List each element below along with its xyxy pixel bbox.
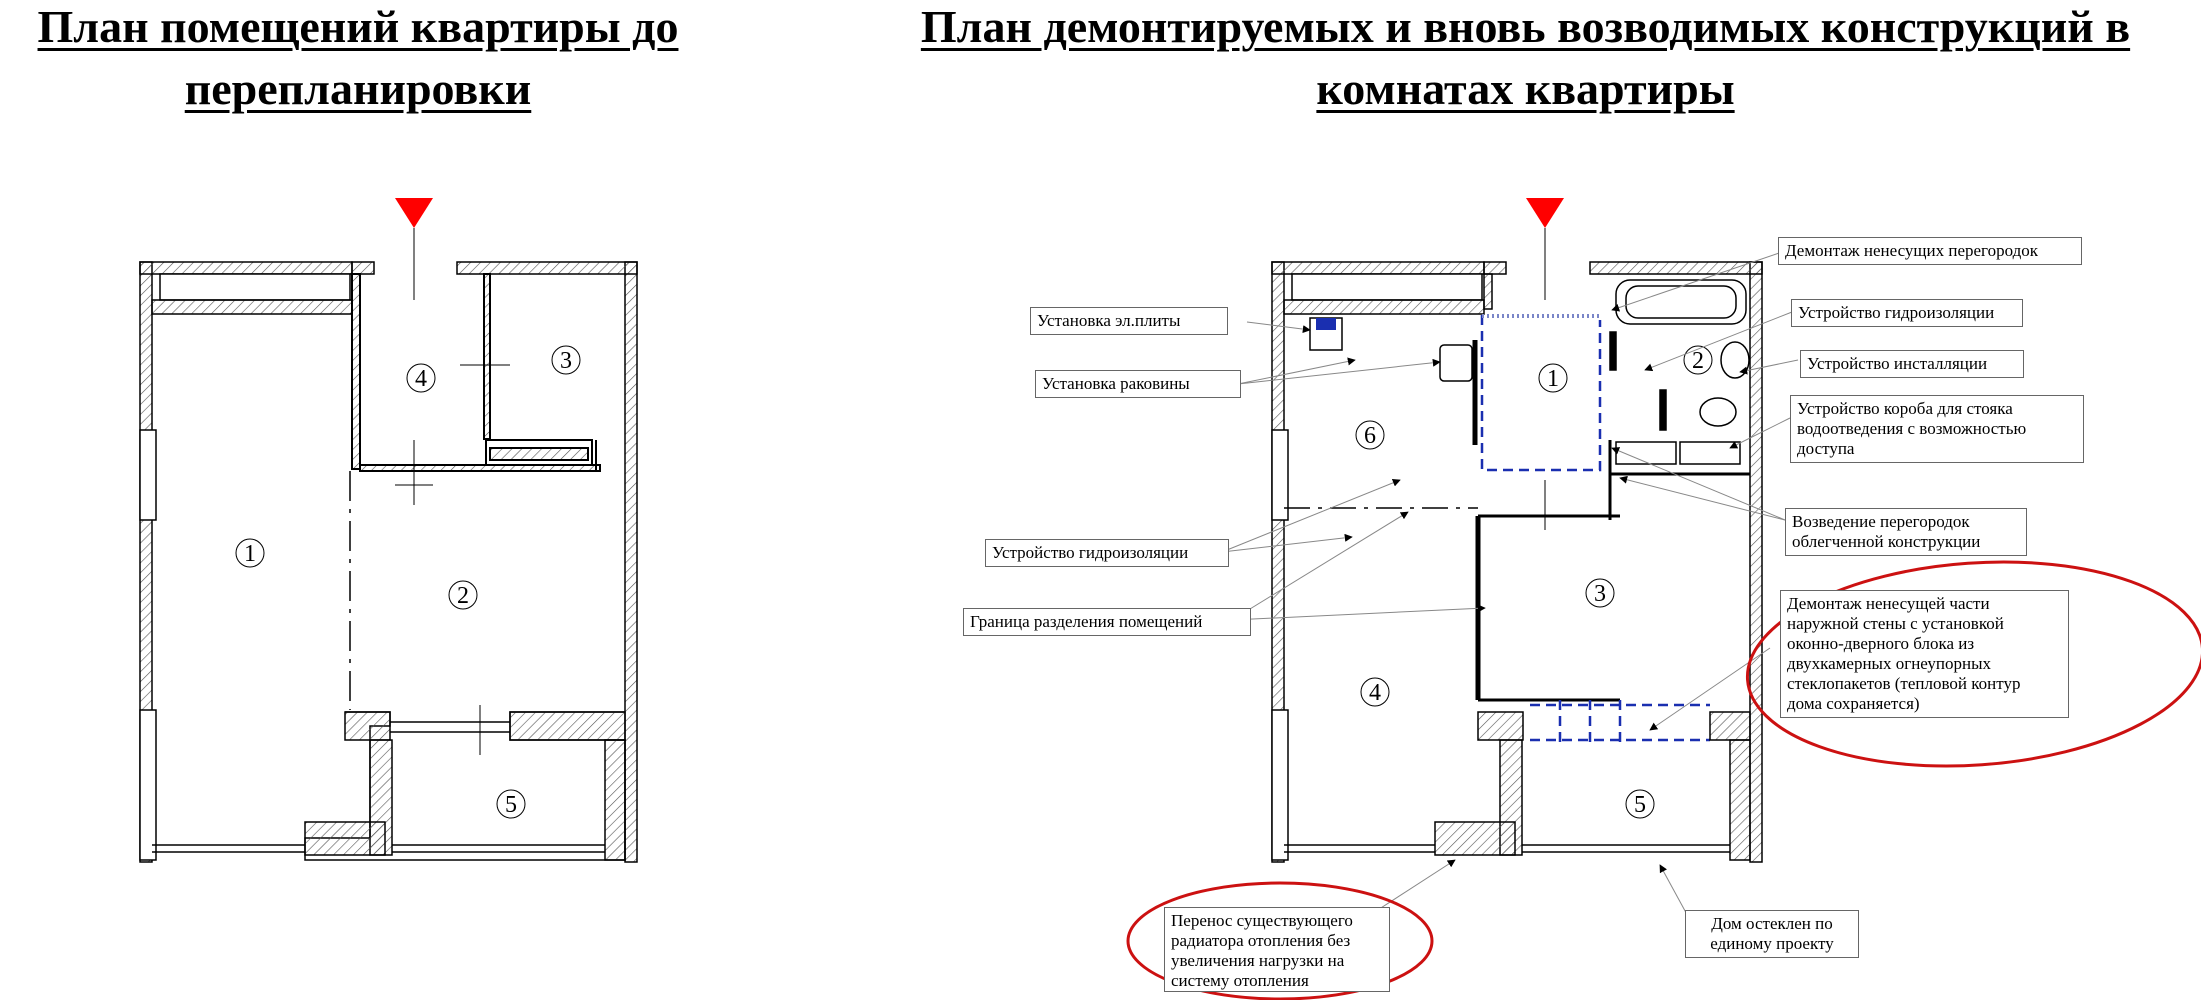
svg-text:2: 2 — [457, 583, 469, 609]
svg-text:5: 5 — [1634, 792, 1646, 818]
note-riser-box: Устройство короба для стояка водоотведен… — [1790, 395, 2084, 463]
room-number-after: 2 — [1683, 345, 1713, 375]
room-number-before: 5 — [496, 789, 526, 819]
room-number-before: 2 — [448, 580, 478, 610]
plan-after: 1 2 3 4 5 6 — [1126, 198, 2201, 1000]
room-number-before: 1 — [235, 538, 265, 568]
note-installation: Устройство инсталляции — [1800, 350, 2024, 378]
room-number-after: 4 — [1360, 677, 1390, 707]
leader-lines — [1221, 249, 1799, 921]
room-number-after: 6 — [1355, 420, 1385, 450]
note-sink: Установка раковины — [1035, 370, 1241, 398]
room-number-after: 3 — [1585, 578, 1615, 608]
new-pipes — [1480, 315, 1710, 745]
room-number-before: 4 — [406, 363, 436, 393]
svg-text:1: 1 — [244, 541, 256, 567]
title-plan-after: План демонтируемых и вновь возводимых ко… — [920, 1, 2131, 114]
note-el-stove: Установка эл.плиты — [1030, 307, 1228, 335]
room-number-after: 1 — [1538, 363, 1568, 393]
note-new-partitions: Возведение перегородок облегченной конст… — [1785, 508, 2027, 556]
svg-text:4: 4 — [415, 366, 427, 392]
svg-text:6: 6 — [1364, 423, 1376, 449]
svg-text:4: 4 — [1369, 680, 1381, 706]
note-outer-wall-dismantle: Демонтаж ненесущей части наружной стены … — [1780, 590, 2069, 718]
highlight-radiator — [1126, 881, 1434, 1000]
north-marker-right — [1526, 198, 1564, 228]
north-marker-left — [395, 198, 433, 228]
svg-text:2: 2 — [1692, 348, 1704, 374]
rooms-before: 1 2 3 4 5 — [235, 345, 581, 819]
bathroom-fixtures — [1309, 279, 1750, 465]
svg-text:1: 1 — [1547, 366, 1559, 392]
outer-walls-after — [1271, 261, 1763, 863]
room-number-after: 5 — [1625, 789, 1655, 819]
highlight-outer-wall — [1745, 560, 2201, 768]
note-dismantle-partitions: Демонтаж ненесущих перегородок — [1778, 237, 2082, 265]
svg-text:3: 3 — [560, 348, 572, 374]
svg-text:5: 5 — [505, 792, 517, 818]
note-room-boundary: Граница разделения помещений — [963, 608, 1251, 636]
plan-before: 1 2 3 4 5 — [139, 198, 638, 863]
outer-walls-before — [139, 261, 638, 863]
rooms-after: 1 2 3 4 5 6 — [1355, 345, 1713, 819]
note-glazing: Дом остеклен по единому проекту — [1685, 910, 1859, 958]
note-waterproofing-bathroom: Устройство гидроизоляции — [1791, 299, 2023, 327]
room-number-before: 3 — [551, 345, 581, 375]
note-radiator-transfer: Перенос существующего радиатора отоплени… — [1164, 907, 1390, 992]
note-waterproofing-kitchen: Устройство гидроизоляции — [985, 539, 1229, 567]
svg-text:3: 3 — [1594, 581, 1606, 607]
title-plan-before: План помещений квартиры до перепланировк… — [37, 1, 679, 114]
